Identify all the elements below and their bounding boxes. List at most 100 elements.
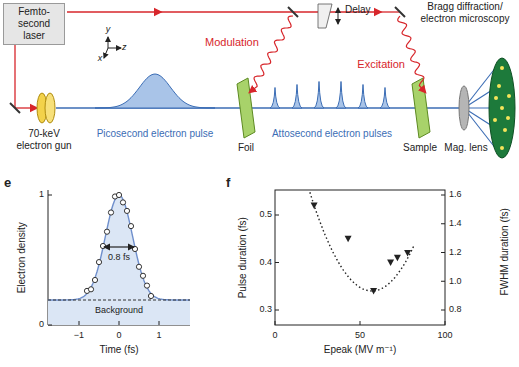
tick	[275, 310, 279, 311]
part-label: 70-keV electron gun	[14, 128, 74, 151]
data-point	[311, 203, 318, 210]
tick-label: 1.6	[449, 189, 471, 199]
laser-beam	[15, 12, 400, 108]
tick	[159, 321, 160, 325]
data-point	[100, 243, 105, 248]
tick	[441, 223, 445, 224]
tick	[445, 321, 446, 325]
fit-curve	[310, 192, 415, 291]
tick	[441, 195, 445, 196]
axis-label: z	[122, 42, 132, 52]
diffraction-spot	[494, 96, 498, 100]
fwhm-arrow	[104, 246, 134, 247]
delay-label: Delay	[345, 4, 385, 16]
tick-label: 0.4	[250, 257, 272, 267]
diffraction-spot	[493, 118, 497, 122]
data-point	[108, 210, 113, 215]
beam-label: Modulation	[205, 36, 269, 49]
tick-label: 1	[149, 330, 169, 340]
pulse-label: Picosecond electron pulse	[95, 128, 215, 140]
tick-label: 1	[30, 189, 44, 199]
axis-label: y	[103, 24, 113, 34]
axis-title: Epeak (MV m⁻¹)	[300, 344, 420, 356]
diffraction-spot	[500, 146, 504, 150]
data-point	[92, 277, 97, 282]
data-point	[124, 208, 129, 213]
data-point	[404, 250, 411, 257]
diffraction-spot	[500, 106, 504, 110]
axes-icon	[104, 37, 121, 58]
data-point	[370, 288, 377, 295]
tick-label: 0	[30, 319, 44, 329]
tick-label: 0	[265, 330, 285, 340]
tick	[275, 321, 276, 325]
part-label: Foil	[231, 142, 261, 154]
tick-label: 0	[109, 330, 129, 340]
diffraction-spot	[507, 94, 511, 98]
laser-pulse-wave	[250, 16, 293, 92]
tick-label: 1.0	[449, 276, 471, 286]
data-point	[88, 287, 93, 292]
data-point	[104, 229, 109, 234]
beam-label: Excitation	[343, 58, 405, 71]
axis-label: x	[95, 53, 105, 63]
tick	[48, 325, 52, 326]
data-point	[148, 293, 153, 298]
axis-title: Pulse duration (fs)	[237, 198, 249, 318]
panel-letter: f	[226, 176, 238, 191]
picosecond-pulse	[95, 74, 215, 108]
diffraction-spot	[503, 128, 507, 132]
tick	[275, 215, 279, 216]
laser-box: Femto-second laser	[3, 3, 65, 45]
tick	[441, 252, 445, 253]
diffraction-spot	[497, 84, 501, 88]
tick	[441, 281, 445, 282]
box-label: Femto-second laser	[7, 6, 61, 42]
width-label: 0.8 fs	[94, 252, 144, 262]
data-point	[387, 260, 394, 267]
attosecond-pulses	[270, 82, 390, 109]
part-label: Mag. lens	[441, 142, 491, 154]
detector-label: Bragg diffraction/ electron microscopy	[412, 1, 518, 24]
panel-letter: e	[4, 176, 16, 191]
data-point	[345, 236, 352, 243]
tick-label: 1.2	[449, 247, 471, 257]
mirror	[10, 7, 405, 113]
plot-axis	[48, 190, 190, 325]
data-point	[136, 264, 141, 269]
foil	[237, 78, 255, 138]
tick-label: 0.8	[449, 304, 471, 314]
data-point	[144, 283, 149, 288]
tick	[119, 321, 120, 325]
data-point	[120, 200, 125, 205]
tick-label: 0.5	[250, 209, 272, 219]
laser-pulse-wave	[250, 16, 425, 92]
density-fill	[48, 195, 190, 325]
data-point	[116, 192, 121, 197]
tick-label: 1.4	[449, 218, 471, 228]
diffraction-spot	[506, 116, 510, 120]
diffraction-spot	[500, 66, 504, 70]
axis-title: Time (fs)	[89, 344, 149, 356]
tick-label: 50	[350, 330, 370, 340]
axis-title: Electron density	[16, 208, 28, 308]
tick-label: −1	[69, 330, 89, 340]
tick	[275, 262, 279, 263]
data-point	[96, 260, 101, 265]
pulse-label: Attosecond electron pulses	[262, 128, 402, 140]
data-point	[128, 224, 133, 229]
tick	[360, 321, 361, 325]
fit-curve	[48, 195, 190, 300]
laser-pulse-wave	[398, 16, 425, 92]
delay-wedge	[318, 4, 338, 28]
detector-screen	[489, 58, 515, 158]
tick-label: 100	[433, 330, 457, 340]
plot-f	[275, 190, 445, 325]
magnetic-lens	[459, 86, 469, 130]
tick	[79, 321, 80, 325]
data-point	[394, 255, 401, 262]
plot-frame	[275, 190, 445, 325]
tick	[441, 310, 445, 311]
background-line	[48, 300, 190, 301]
